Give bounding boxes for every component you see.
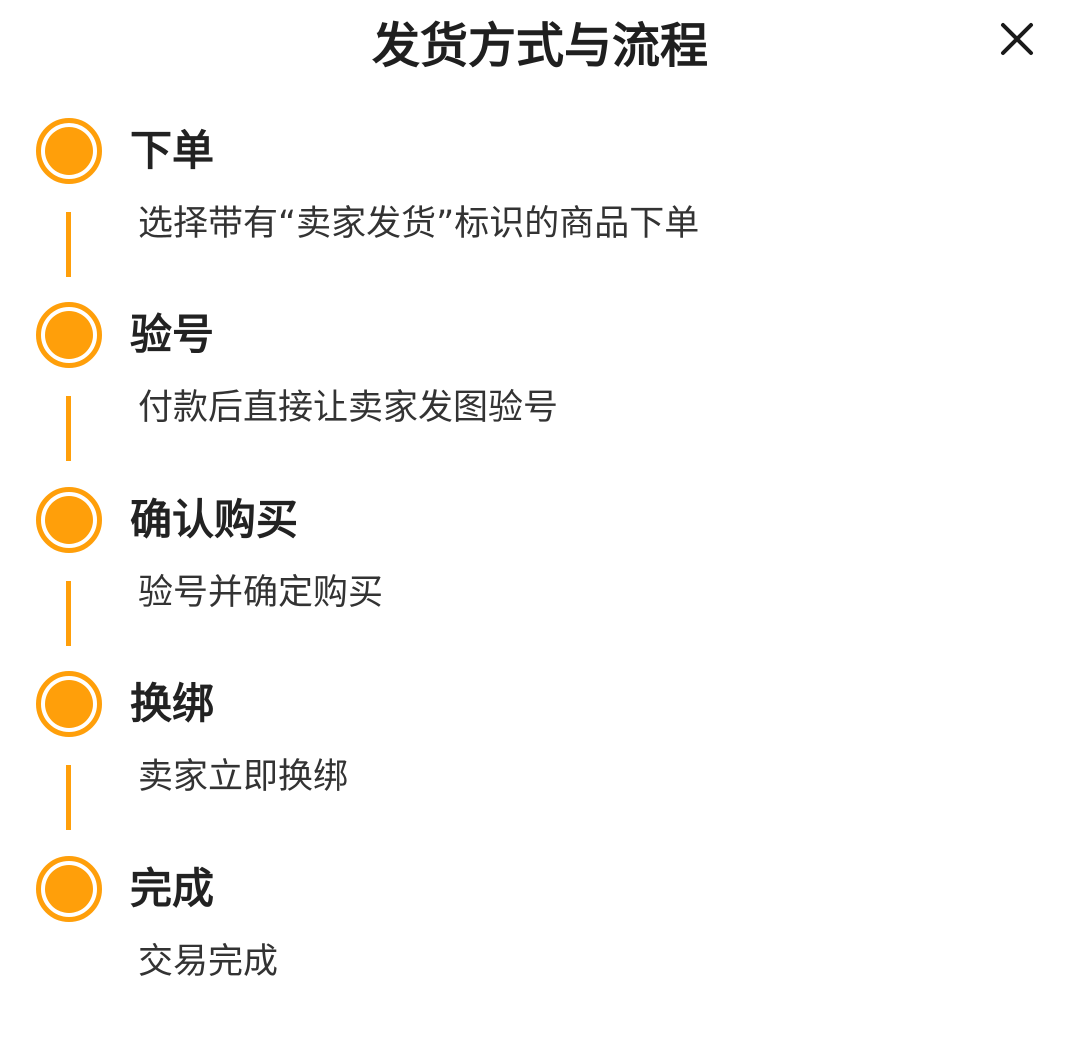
timeline-step: 下单 选择带有“卖家发货”标识的商品下单 — [0, 118, 1080, 303]
step-connector — [66, 581, 71, 646]
step-connector — [66, 396, 71, 461]
step-description: 卖家立即换绑 — [138, 757, 349, 797]
step-title: 完成 — [130, 864, 215, 913]
step-description: 验号并确定购买 — [138, 573, 384, 613]
step-marker-icon — [36, 302, 102, 368]
close-icon — [1001, 23, 1033, 55]
step-title: 换绑 — [130, 679, 215, 728]
step-title: 验号 — [130, 310, 215, 359]
timeline-step: 验号 付款后直接让卖家发图验号 — [0, 302, 1080, 487]
close-button[interactable] — [995, 17, 1039, 61]
dialog-title: 发货方式与流程 — [371, 18, 708, 74]
step-title: 下单 — [130, 126, 215, 175]
step-connector — [66, 765, 71, 830]
step-description: 选择带有“卖家发货”标识的商品下单 — [138, 204, 700, 244]
step-connector — [66, 212, 71, 277]
step-marker-icon — [36, 118, 102, 184]
timeline-step: 完成 交易完成 — [0, 856, 1080, 1041]
timeline-step: 确认购买 验号并确定购买 — [0, 487, 1080, 672]
step-description: 付款后直接让卖家发图验号 — [138, 388, 559, 428]
timeline-step: 换绑 卖家立即换绑 — [0, 671, 1080, 856]
step-title: 确认购买 — [130, 495, 299, 544]
step-marker-icon — [36, 487, 102, 553]
step-marker-icon — [36, 856, 102, 922]
step-marker-icon — [36, 671, 102, 737]
step-description: 交易完成 — [138, 942, 279, 982]
